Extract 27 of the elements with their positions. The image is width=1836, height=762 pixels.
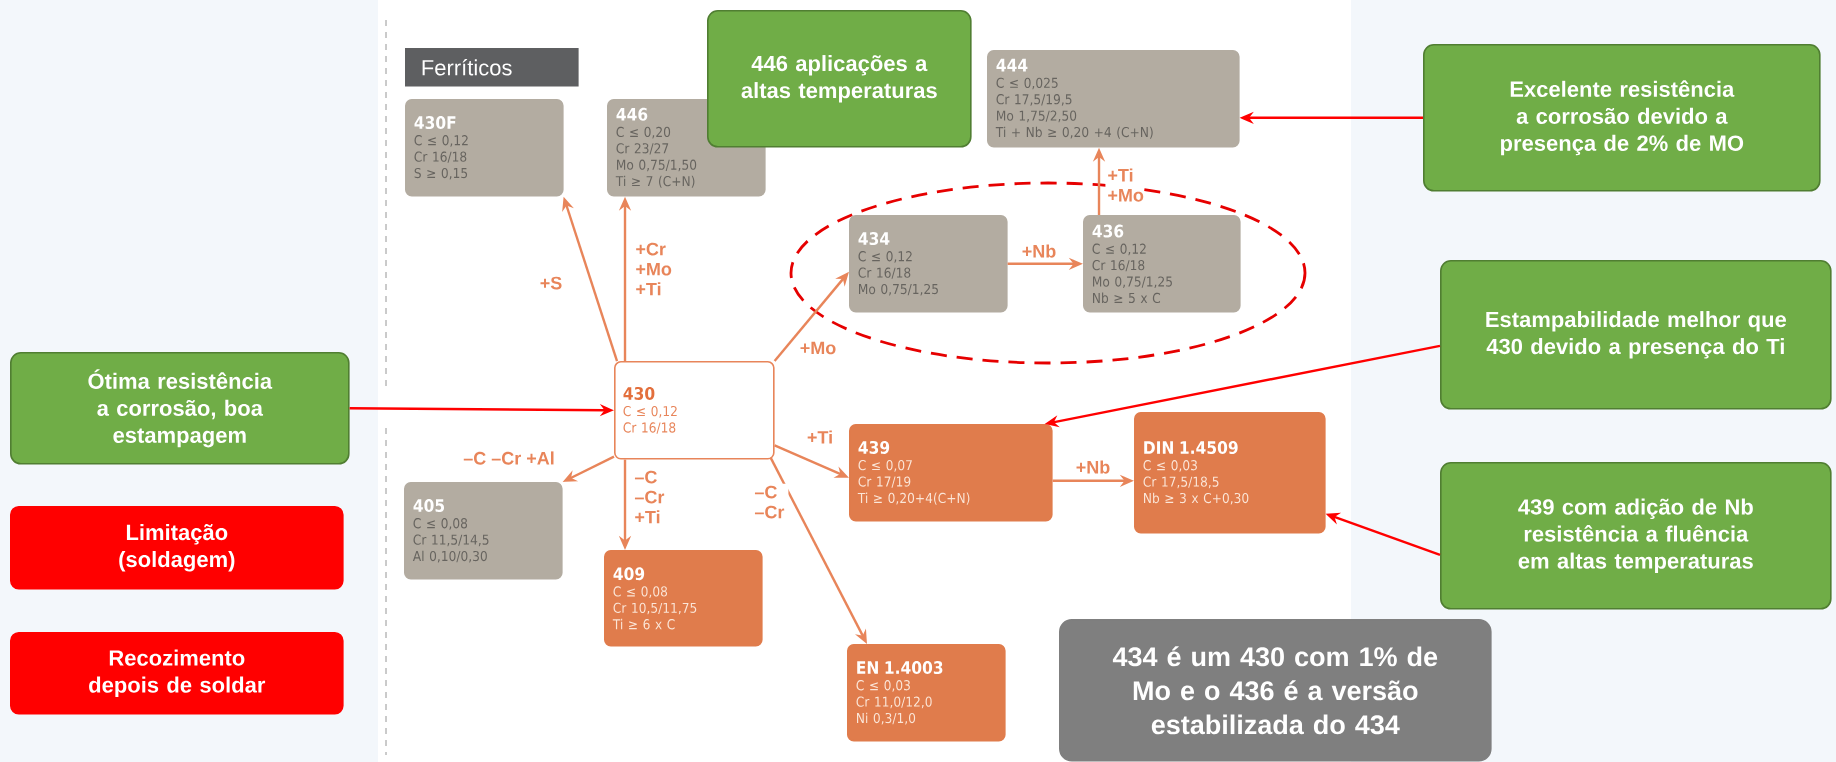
edge-label: –C –Cr +Al [461, 449, 557, 467]
edge-label: +Nb [1073, 458, 1113, 476]
grade-box: 405 C ≤ 0,08 Cr 11,5/14,5 Al 0,10/0,30 [404, 482, 563, 580]
edge-label: –C –Cr +Ti [632, 468, 669, 526]
grade-box: 430 C ≤ 0,12 Cr 16/18 [614, 361, 775, 460]
callout-box: 439 com adição de Nb resistência a fluência em altas temperaturas [1440, 462, 1832, 610]
edge-label: +Nb [1019, 242, 1059, 260]
grade-box: EN 1.4003 C ≤ 0,03 Cr 11,0/12,0 Ni 0,3/1,0 [847, 644, 1006, 742]
grade-box: 439 C ≤ 0,07 Cr 17/19 Ti ≥ 0,20+4(C+N) [849, 424, 1053, 522]
edge-label: –C –Cr [752, 483, 789, 521]
warning-box: Limitação (soldagem) [10, 506, 344, 590]
edge-label: +Cr +Mo +Ti [633, 240, 672, 298]
heading-box: Ferríticos [405, 48, 579, 87]
grade-box: DIN 1.4509 C ≤ 0,03 Cr 17,5/18,5 Nb ≥ 3 x C+0,30 [1134, 412, 1326, 534]
callout-box: 446 aplicações a altas temperaturas [707, 10, 972, 148]
note-box: 434 é um 430 com 1% de Mo e o 436 é a versão estabilizada do 434 [1059, 619, 1492, 762]
grade-box: 434 C ≤ 0,12 Cr 16/18 Mo 0,75/1,25 [849, 215, 1008, 313]
grade-box: 409 C ≤ 0,08 Cr 10,5/11,75 Ti ≥ 6 x C [604, 550, 763, 647]
edge-label: +Ti [804, 428, 836, 446]
edge-label: +Ti +Mo [1105, 166, 1144, 204]
callout-box: Estampabilidade melhor que 430 devido a presença do Ti [1440, 260, 1832, 410]
callout-box: Ótima resistência a corrosão, boa estampagem [10, 352, 350, 465]
grade-box: 436 C ≤ 0,12 Cr 16/18 Mo 0,75/1,25 Nb ≥ 5 x C [1083, 215, 1241, 313]
grade-box: 430F C ≤ 0,12 Cr 16/18 S ≥ 0,15 [405, 99, 564, 197]
grade-box: 444 C ≤ 0,025 Cr 17,5/19,5 Mo 1,75/2,50 Ti + Nb ≥ 0,20 +4 (C+N) [987, 50, 1240, 148]
warning-box: Recozimento depois de soldar [10, 632, 344, 715]
callout-box: Excelente resistência a corrosão devido a presença de 2% de MO [1423, 44, 1821, 192]
